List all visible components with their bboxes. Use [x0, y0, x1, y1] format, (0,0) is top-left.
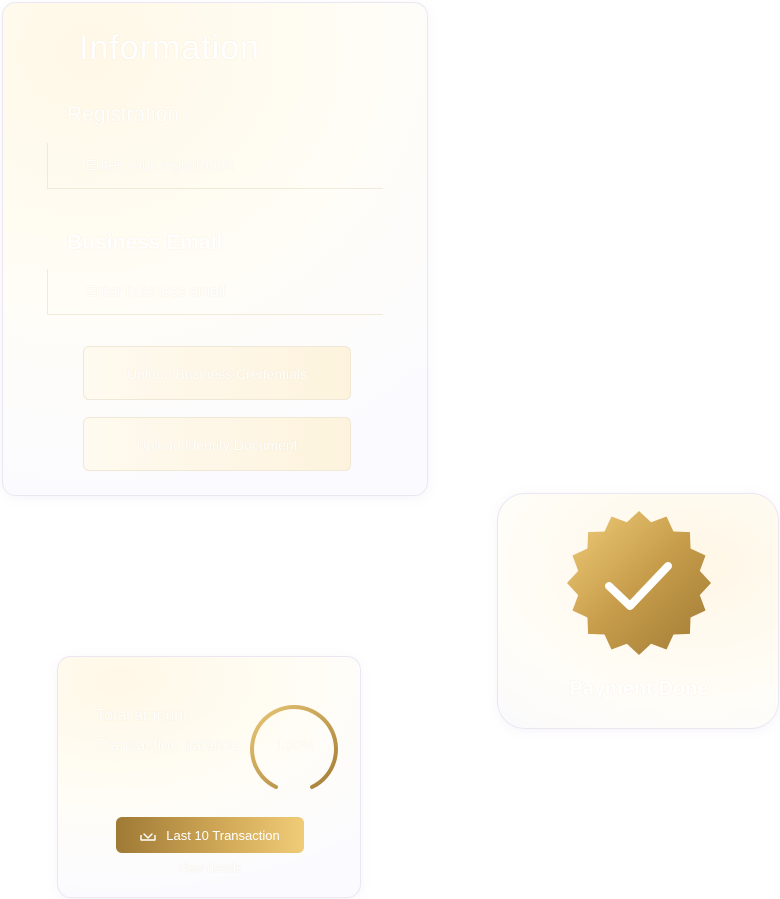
last-10-transaction-button[interactable]: Last 10 Transaction	[116, 817, 304, 853]
download-icon	[140, 833, 156, 841]
upload-identity-document-button[interactable]: Upload Identity Document	[83, 417, 351, 471]
progress-ring	[250, 705, 338, 789]
registration-label: Registration	[67, 103, 180, 126]
transaction-balance-label: Transaction balance	[96, 737, 240, 754]
view-details-link[interactable]: View details	[178, 861, 242, 875]
transaction-card: Total amount Transaction balance 100% La…	[57, 656, 361, 898]
total-amount-label: Total amount	[96, 707, 188, 724]
upload-business-credentials-button[interactable]: Upload Business Credentials	[83, 346, 351, 400]
last-10-transaction-label: Last 10 Transaction	[166, 827, 280, 843]
business-email-label: Business Email	[67, 231, 223, 254]
ring-value: 100%	[276, 737, 315, 754]
registration-form-card: Information Registration Enter your regi…	[2, 2, 428, 496]
form-title: Information	[79, 29, 261, 67]
registration-input[interactable]: Enter your registration	[47, 143, 383, 189]
business-email-input[interactable]: Enter business email	[47, 269, 383, 315]
payment-done-text: Payment Done	[569, 678, 709, 700]
payment-done-card: Payment Done	[497, 493, 779, 729]
verified-badge-icon	[567, 511, 711, 655]
